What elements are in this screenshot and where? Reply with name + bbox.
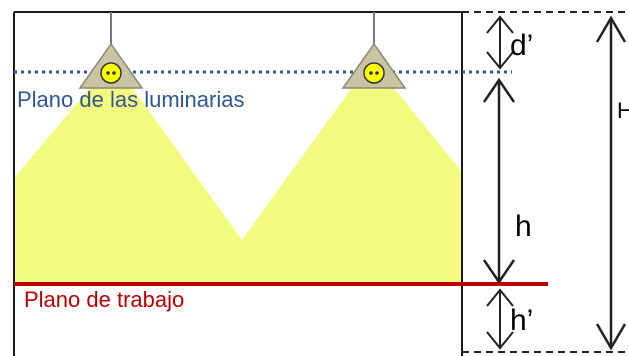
work-plane-label: Plano de trabajo [24, 287, 184, 312]
h-prime-dimension [486, 288, 514, 350]
h-prime-label: h’ [510, 304, 533, 337]
H-dimension [595, 15, 627, 351]
light-cone [14, 82, 462, 283]
luminaire-left [78, 12, 144, 89]
h-dimension [482, 77, 516, 285]
h-label: h [515, 210, 532, 243]
lamp-icon [100, 62, 122, 84]
d-prime-label: d’ [510, 29, 533, 62]
luminaire-plane-label: Plano de las luminarias [17, 87, 244, 112]
lamp-icon [363, 62, 385, 84]
d-prime-dimension [486, 15, 514, 70]
luminaire-right [341, 12, 407, 89]
H-label: H [617, 98, 629, 123]
